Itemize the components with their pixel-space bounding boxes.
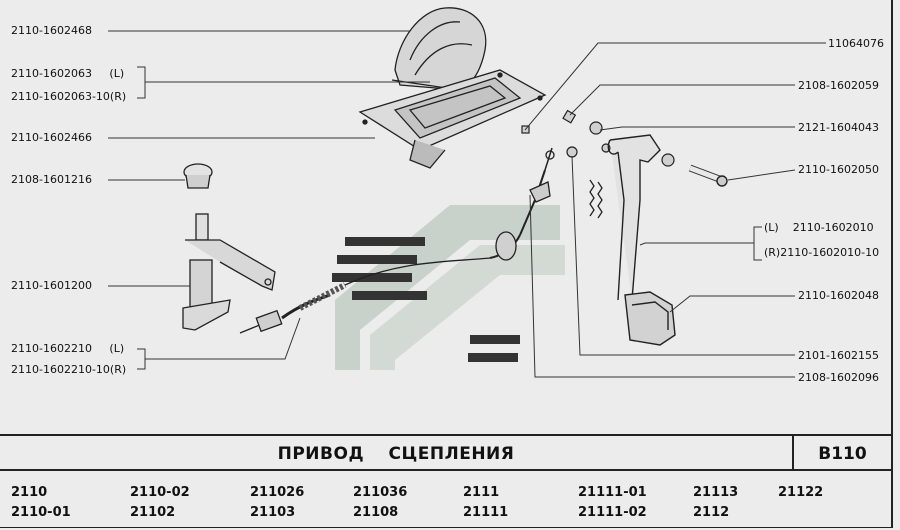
part-label-2108-1602096: 2108-1602096 [798, 371, 879, 384]
return-spring [589, 179, 603, 219]
model-entry: 21111-01 [578, 485, 647, 500]
part-label-base: 2110-1602466 [11, 131, 92, 144]
part-label-fork: 2110-1601200 [11, 279, 92, 292]
leader-lines [108, 30, 826, 378]
model-entry: 21122 [778, 485, 824, 500]
model-entry: 2111 [463, 485, 500, 500]
part-label-2101-1602155: 2101-1602155 [798, 349, 879, 362]
part-label-pedal-left: (L) 2110-1602010 [764, 221, 874, 234]
model-entry: 2112 [693, 505, 730, 520]
model-entry: 2110 [11, 485, 48, 500]
part-label-cover-right: 2110-1602063-10(R) [11, 90, 127, 103]
part-label-pedal-right: (R)2110-1602010-10 [764, 246, 880, 259]
part-label-2108-1602059: 2108-1602059 [798, 79, 879, 92]
plug-part [183, 163, 213, 189]
model-entry: 211026 [250, 485, 305, 500]
model-entry: 2110-02 [130, 485, 190, 500]
sheet-title: ПРИВОД СЦЕПЛЕНИЯ [277, 444, 515, 464]
model-entry: 21102 [130, 505, 176, 520]
watermark-logo [332, 205, 565, 370]
part-label-cable-left: 2110-1602210 (L) [11, 342, 125, 355]
clutch-pedal [607, 134, 728, 346]
model-entry: 2110-01 [11, 505, 71, 520]
model-entry: 21111-02 [578, 505, 647, 520]
part-label-boot: 2110-1602468 [11, 24, 92, 37]
clutch-drive-diagram [108, 7, 826, 378]
part-label-plug: 2108-1601216 [11, 173, 92, 186]
part-label-2110-1602048: 2110-1602048 [798, 289, 879, 302]
part-label-11064076: 11064076 [828, 37, 884, 50]
clutch-fork [182, 213, 276, 331]
gear-lever-boot [391, 7, 487, 91]
model-entry: 211036 [353, 485, 408, 500]
part-label-cable-right: 2110-1602210-10(R) [11, 363, 127, 376]
model-entry: 21108 [353, 505, 399, 520]
title-row: ПРИВОД СЦЕПЛЕНИЯ B110 [0, 434, 893, 471]
model-entry: 21103 [250, 505, 296, 520]
part-label-2121-1604043: 2121-1604043 [798, 121, 879, 134]
model-entry: 21111 [463, 505, 509, 520]
part-label-cover-left: 2110-1602063 (L) [11, 67, 125, 80]
part-label-2110-1602050: 2110-1602050 [798, 163, 879, 176]
model-list: 2110 2110-01 2110-02 21102 211026 21103 … [0, 471, 893, 528]
sheet-code: B110 [818, 444, 867, 464]
gear-shift-base [358, 69, 547, 169]
model-entry: 21113 [693, 485, 739, 500]
title-divider [792, 436, 794, 471]
clutch-cable [239, 147, 555, 334]
